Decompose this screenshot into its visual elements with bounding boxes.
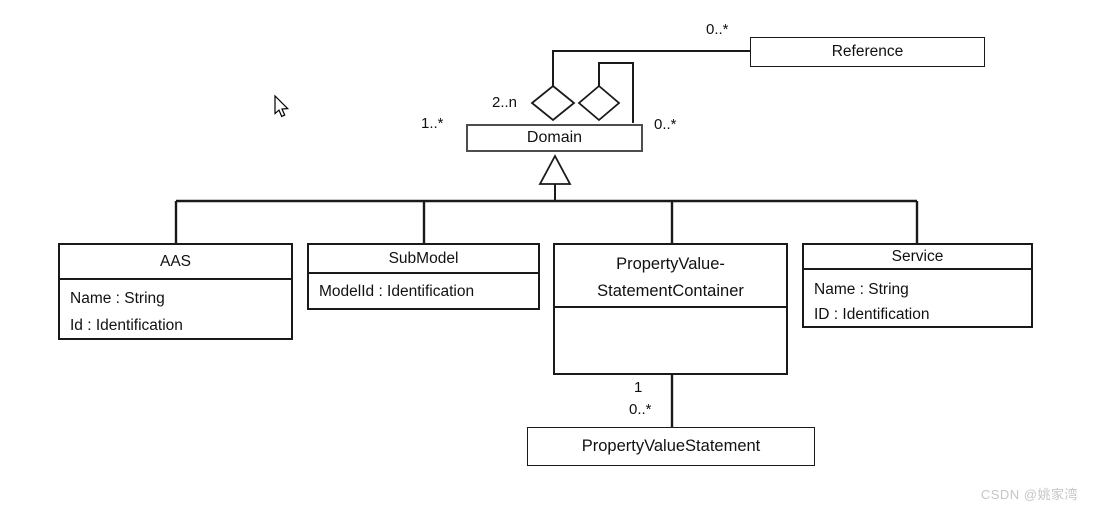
domain-self-association-line [598,62,634,123]
multiplicity-domain-right: 0..* [654,116,677,133]
multiplicity-container-end: 1 [634,379,643,396]
multiplicity-domain-aggregate: 2..n [492,94,518,111]
class-title-container: PropertyValue- StatementContainer [555,245,786,308]
attr-list-service: Name : String ID : Identification [804,270,1031,327]
class-title-aas: AAS [60,245,291,280]
attr-aas-id: Id : Identification [70,317,183,334]
class-box-property-value-statement-container: PropertyValue- StatementContainer [553,243,788,375]
multiplicity-reference: 0..* [706,21,729,38]
multiplicity-statement-end: 0..* [629,401,652,418]
domain-reference-association-line [552,50,750,86]
attr-aas-name: Name : String [70,290,165,307]
multiplicity-domain-left: 1..* [421,115,444,132]
aggregation-diamond-self [577,84,621,122]
csdn-watermark: CSDN @姚家湾 [980,487,1078,502]
class-title-container-line2: StatementContainer [597,282,744,300]
attr-service-id: ID : Identification [814,306,930,323]
class-title-service: Service [804,245,1031,270]
attr-list-aas: Name : String Id : Identification [60,280,291,339]
mouse-cursor-icon [274,94,290,118]
class-box-reference: Reference [750,37,985,67]
class-box-service: Service Name : String ID : Identificatio… [802,243,1033,328]
inheritance-triangle [538,154,572,185]
class-title-container-line1: PropertyValue- [616,255,725,273]
attr-service-name: Name : String [814,281,909,298]
attr-list-submodel: ModelId : Identification [309,274,538,307]
class-box-submodel: SubModel ModelId : Identification [307,243,540,310]
class-box-property-value-statement: PropertyValueStatement [527,427,815,466]
class-title-reference: Reference [831,43,904,60]
class-box-aas: AAS Name : String Id : Identification [58,243,293,340]
attr-submodel-modelid: ModelId : Identification [319,283,475,300]
aggregation-diamond-reference [530,84,576,122]
class-box-domain: Domain [466,124,643,152]
class-title-submodel: SubModel [309,245,538,274]
class-title-statement: PropertyValueStatement [581,437,761,455]
class-title-domain: Domain [526,129,583,146]
